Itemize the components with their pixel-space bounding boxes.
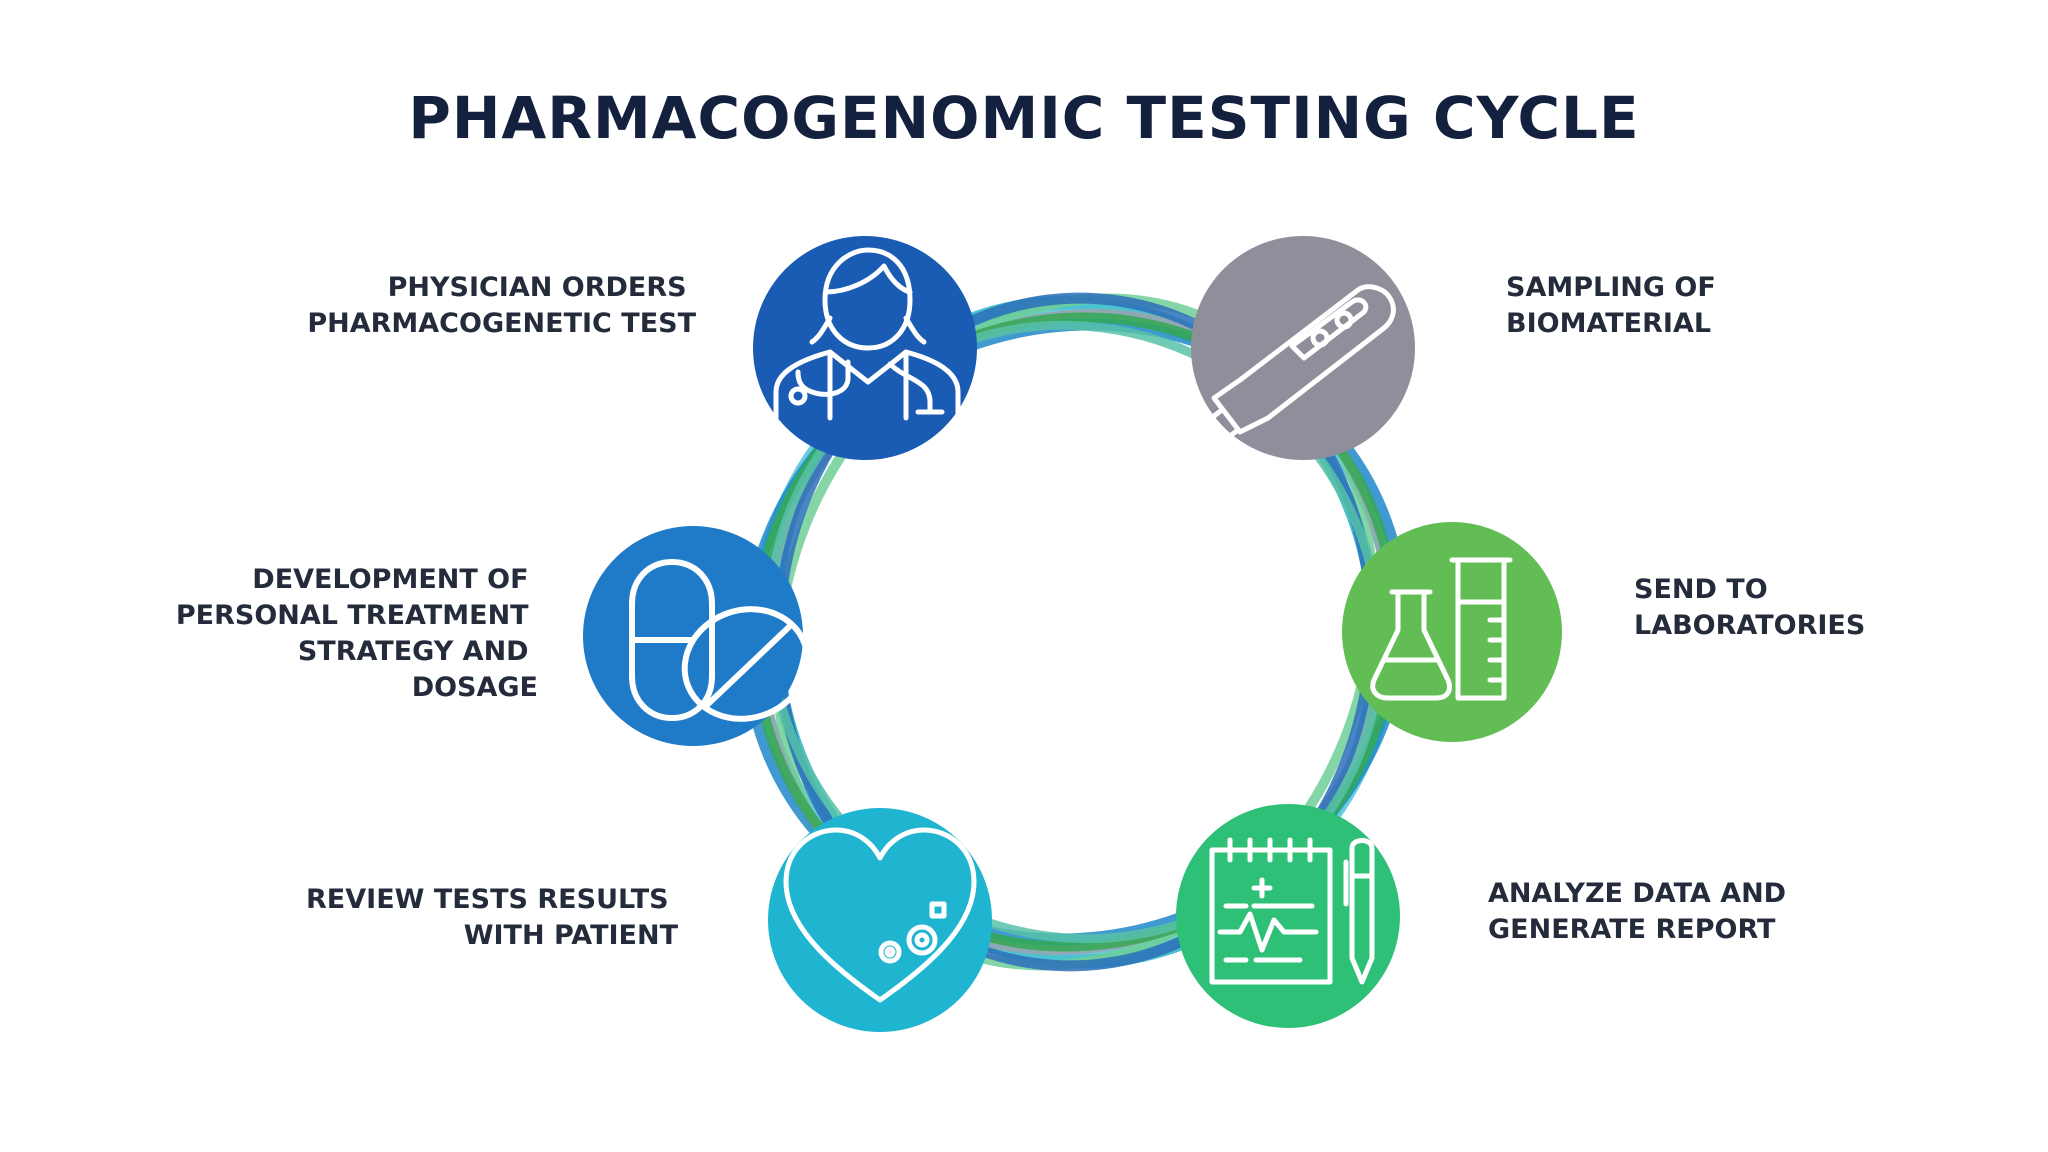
doctor-icon [773,247,961,421]
pills-icon [629,559,811,722]
step-1-node [753,236,977,460]
step-3-circle [1342,522,1562,742]
step-6-node [583,526,811,746]
step-2-label-line-1: SAMPLING OF [1506,272,1716,303]
step-3-node [1342,522,1562,742]
step-6-label-line-3: STRATEGY AND [298,636,529,667]
step-2-label: SAMPLING OF BIOMATERIAL [1506,272,1725,339]
step-5-node [768,808,992,1032]
lab-flask-icon [1370,557,1513,701]
ring-stroke [741,318,1409,946]
report-pen-icon [1209,837,1375,985]
diagram-title: PHARMACOGENOMIC TESTING CYCLE [408,84,1640,152]
step-3-label-line-1: SEND TO [1634,574,1768,605]
step-6-label-line-2: PERSONAL TREATMENT [176,600,529,631]
step-4-node [1176,804,1400,1028]
step-2-circle [1191,236,1415,460]
step-6-label-line-4: DOSAGE [412,672,538,703]
step-6-label-line-1: DEVELOPMENT OF [252,564,528,595]
step-4-label-line-2: GENERATE REPORT [1488,914,1776,945]
step-5-label: REVIEW TESTS RESULTS WITH PATIENT [306,884,679,951]
step-1-label-line-1: PHYSICIAN ORDERS [388,272,687,303]
step-4-label: ANALYZE DATA AND GENERATE REPORT [1488,878,1796,945]
step-2-label-line-2: BIOMATERIAL [1506,308,1711,339]
step-3-label-line-2: LABORATORIES [1634,610,1865,641]
step-1-label-line-2: PHARMACOGENETIC TEST [307,308,696,339]
heart-gears-icon [783,827,977,1003]
step-4-label-line-1: ANALYZE DATA AND [1488,878,1786,909]
test-kit-icon [1203,284,1396,445]
step-2-node [1191,236,1415,460]
step-5-label-line-1: REVIEW TESTS RESULTS [306,884,669,915]
step-6-label: DEVELOPMENT OF PERSONAL TREATMENT STRATE… [176,564,538,703]
step-5-circle [768,808,992,1032]
step-1-label: PHYSICIAN ORDERS PHARMACOGENETIC TEST [307,272,696,339]
step-5-label-line-2: WITH PATIENT [464,920,679,951]
step-3-label: SEND TO LABORATORIES [1634,574,1865,641]
